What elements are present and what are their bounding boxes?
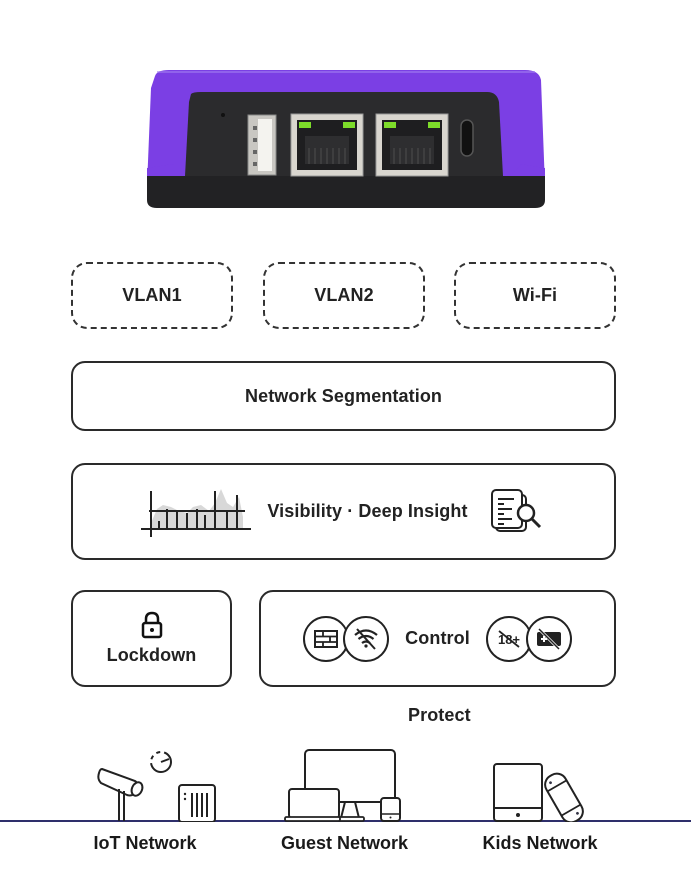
protect-label: Protect: [408, 705, 471, 725]
control-left-icons: [301, 614, 391, 664]
wifi-off-icon: [343, 615, 390, 662]
network-label-guest: Guest Network: [280, 833, 409, 853]
network-label-iot: IoT Network: [93, 833, 197, 853]
camera-icon: [97, 767, 144, 821]
gauge-icon: [150, 751, 172, 773]
traffic-chart-icon: [139, 487, 253, 537]
network-segmentation-label: Network Segmentation: [244, 385, 443, 406]
game-console-icon: [544, 772, 584, 822]
visibility-label: Visibility · Deep Insight: [267, 501, 468, 521]
usb-c-port: [460, 119, 474, 157]
ad-block-icon: [525, 615, 572, 662]
lockdown-box: Lockdown: [71, 590, 232, 687]
phone-icon: [380, 797, 401, 822]
iot-icons: [95, 745, 225, 822]
control-right-icons: 18+: [484, 614, 574, 664]
ethernet-port-2: [375, 113, 449, 177]
firewall-icon: [303, 615, 350, 662]
lock-icon: [140, 611, 164, 639]
control-label: Control: [405, 628, 470, 648]
document-search-icon: [486, 487, 548, 537]
smart-device-icon: [178, 784, 216, 822]
segment-wifi: Wi-Fi: [454, 262, 616, 329]
ethernet-port-1: [290, 113, 364, 177]
kids-icons: [490, 760, 585, 822]
tablet-icon: [493, 763, 543, 822]
usb-a-port: [247, 114, 277, 176]
segment-label: VLAN1: [122, 285, 182, 305]
lockdown-label: Lockdown: [106, 645, 197, 665]
laptop-icon: [284, 788, 341, 822]
guest-icons: [283, 748, 408, 822]
segment-vlan2: VLAN2: [263, 262, 425, 329]
adult-content-block-icon: 18+: [485, 615, 532, 662]
segment-label: VLAN2: [314, 285, 374, 305]
segment-vlan1: VLAN1: [71, 262, 233, 329]
control-box: Control 18+: [259, 590, 616, 687]
network-label-kids: Kids Network: [482, 833, 598, 853]
network-segmentation-box: Network Segmentation: [71, 361, 616, 431]
segment-label: Wi-Fi: [512, 285, 558, 305]
visibility-box: Visibility · Deep Insight: [71, 463, 616, 560]
router-device: [145, 68, 547, 210]
